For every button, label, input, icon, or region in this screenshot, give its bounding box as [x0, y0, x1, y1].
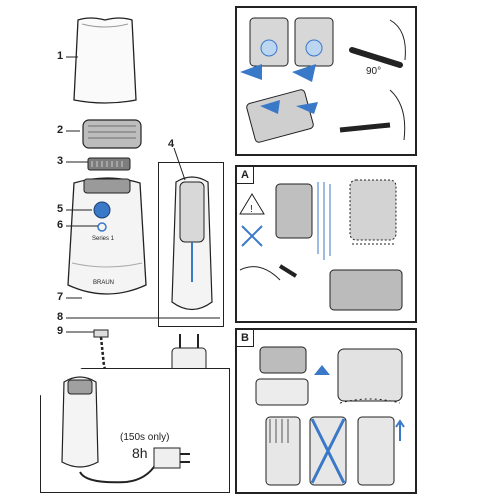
callout-1: 1: [57, 50, 64, 62]
cutter-block-illustration: [87, 157, 131, 171]
shaver-body-illustration: [67, 177, 147, 295]
shaver-side-illustration: [171, 176, 213, 311]
charge-note: (150s only): [120, 432, 170, 443]
callout-leaders: [66, 56, 220, 333]
callout-2: 2: [57, 124, 64, 136]
section-a-label: A: [236, 166, 254, 184]
foil-removal-illustration: [240, 17, 406, 143]
callout-4: 4: [168, 138, 175, 150]
charging-shaver-illustration: [61, 376, 190, 484]
angle-label: 90°: [366, 66, 382, 77]
callout-8: 8: [57, 311, 64, 323]
protective-cap-illustration: [73, 17, 137, 104]
device-model-text: Series 1: [92, 236, 115, 242]
callout-9: 9: [57, 325, 64, 337]
section-b-label: B: [236, 329, 254, 347]
callout-3: 3: [57, 155, 64, 167]
callout-7: 7: [57, 291, 64, 303]
cleaning-illustration: !: [239, 179, 403, 311]
brand-text: BRAUN: [93, 280, 115, 286]
callout-5: 5: [57, 203, 64, 215]
svg-text:!: !: [250, 204, 253, 215]
charge-time: 8h: [132, 445, 148, 461]
disassembly-illustration: [255, 346, 405, 486]
callout-6: 6: [57, 219, 64, 231]
shaver-foil-illustration: [82, 119, 142, 149]
